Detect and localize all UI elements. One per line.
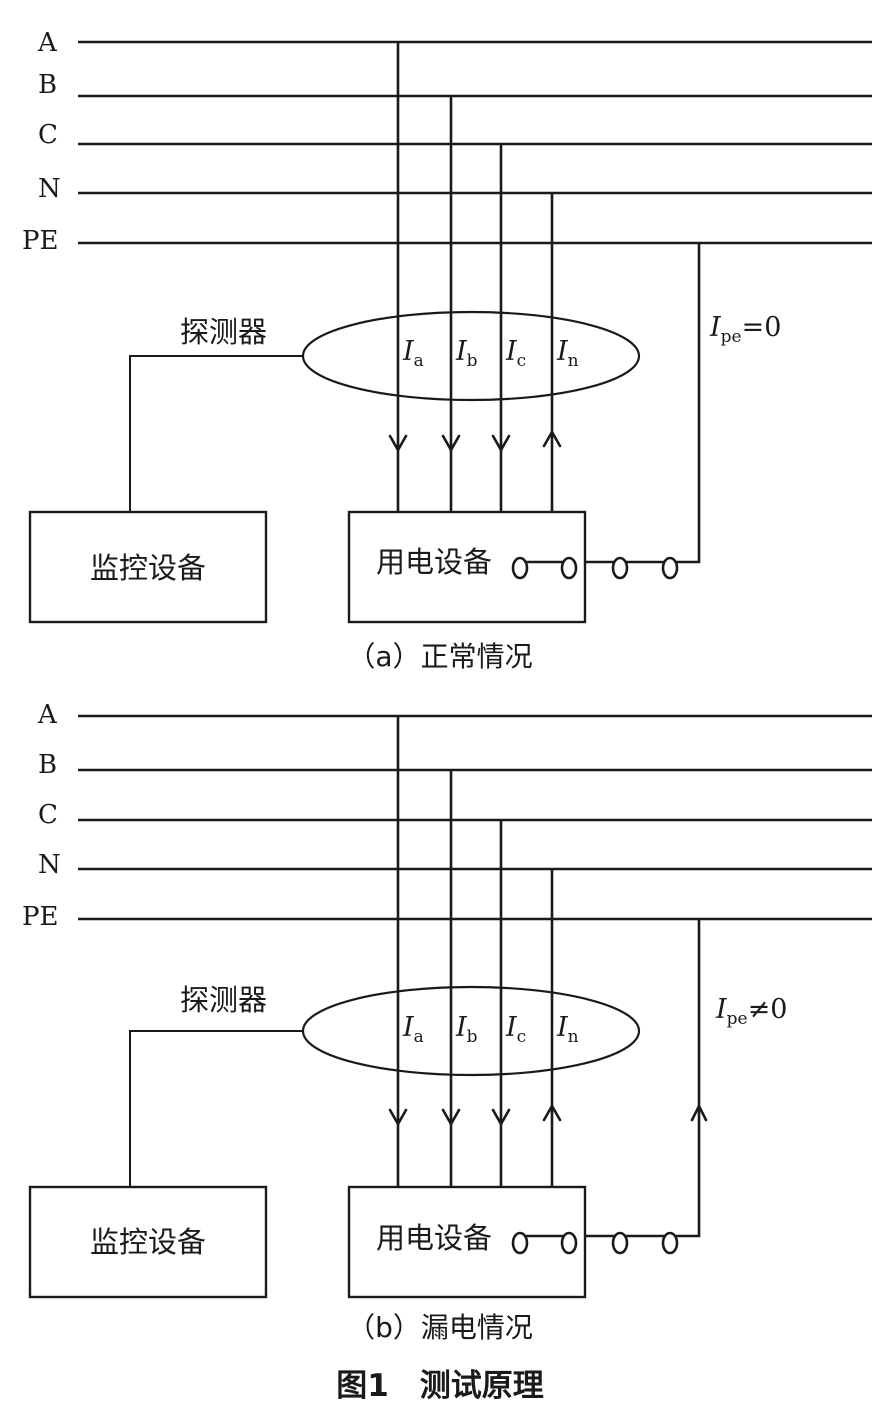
- detector-to-monitor-wire: [129, 1030, 303, 1187]
- line-label-b: B: [38, 750, 57, 780]
- detector-to-monitor-wire: [129, 355, 303, 512]
- line-label-pe: PE: [22, 902, 58, 932]
- current-label-b: Ib: [455, 336, 478, 371]
- arrow-up-n: [542, 429, 562, 448]
- pe-current-label: Ipe≠0: [715, 994, 787, 1029]
- current-label-b: Ib: [455, 1012, 478, 1047]
- current-label-a: Ia: [402, 336, 424, 371]
- line-label-n: N: [38, 174, 61, 204]
- current-label-a: Ia: [402, 1012, 424, 1047]
- load-device-label: 用电设备: [376, 1221, 492, 1255]
- arrow-down-c: [491, 434, 511, 453]
- current-label-c: Ic: [505, 1012, 526, 1047]
- arrow-down-c: [491, 1108, 511, 1127]
- terminal-ring-3: [611, 556, 629, 580]
- terminal-ring-2: [560, 556, 578, 580]
- terminal-ring-2: [560, 1231, 578, 1255]
- arrow-up-n: [542, 1103, 562, 1122]
- panel-caption: （a）正常情况: [347, 640, 532, 673]
- line-label-b: B: [38, 70, 57, 100]
- figure-caption: 图1 测试原理: [336, 1368, 544, 1404]
- line-label-a: A: [37, 28, 58, 58]
- detector-label: 探测器: [180, 983, 267, 1017]
- monitor-device-label: 监控设备: [90, 1225, 206, 1259]
- line-label-n: N: [38, 850, 61, 880]
- current-label-c: Ic: [505, 336, 526, 371]
- pe-ground-wire: [585, 243, 701, 564]
- panel-caption: （b）漏电情况: [347, 1311, 533, 1344]
- detector-label: 探测器: [180, 315, 267, 349]
- arrow-down-a: [388, 434, 408, 453]
- line-label-c: C: [38, 800, 58, 830]
- terminal-ring-4: [661, 556, 679, 580]
- current-label-n: In: [556, 336, 579, 371]
- arrow-down-b: [441, 1108, 461, 1127]
- terminal-ring-4: [661, 1231, 679, 1255]
- panel-leakage: A B C N PE 探测器 Ia Ib Ic In 监控设备 用电设备 Ipe…: [22, 700, 872, 1344]
- load-device-box: [347, 510, 587, 624]
- monitor-device-box: [28, 510, 268, 624]
- line-label-pe: PE: [22, 226, 58, 256]
- pe-ground-wire: [585, 919, 701, 1238]
- terminal-ring-1: [511, 1231, 529, 1255]
- arrow-down-b: [441, 434, 461, 453]
- arrow-up-pe: [690, 1103, 708, 1122]
- line-label-a: A: [37, 700, 58, 730]
- pe-current-label: Ipe=0: [709, 312, 781, 347]
- current-label-n: In: [556, 1012, 579, 1047]
- terminal-ring-3: [611, 1231, 629, 1255]
- load-device-box: [347, 1185, 587, 1299]
- panel-normal: A B C N PE 探测器 Ia Ib Ic In 监控设备 用电设备: [22, 28, 872, 673]
- monitor-device-box: [28, 1185, 268, 1299]
- arrow-down-a: [388, 1108, 408, 1127]
- monitor-device-label: 监控设备: [90, 551, 206, 585]
- line-label-c: C: [38, 120, 58, 150]
- terminal-ring-1: [511, 556, 529, 580]
- load-device-label: 用电设备: [376, 545, 492, 579]
